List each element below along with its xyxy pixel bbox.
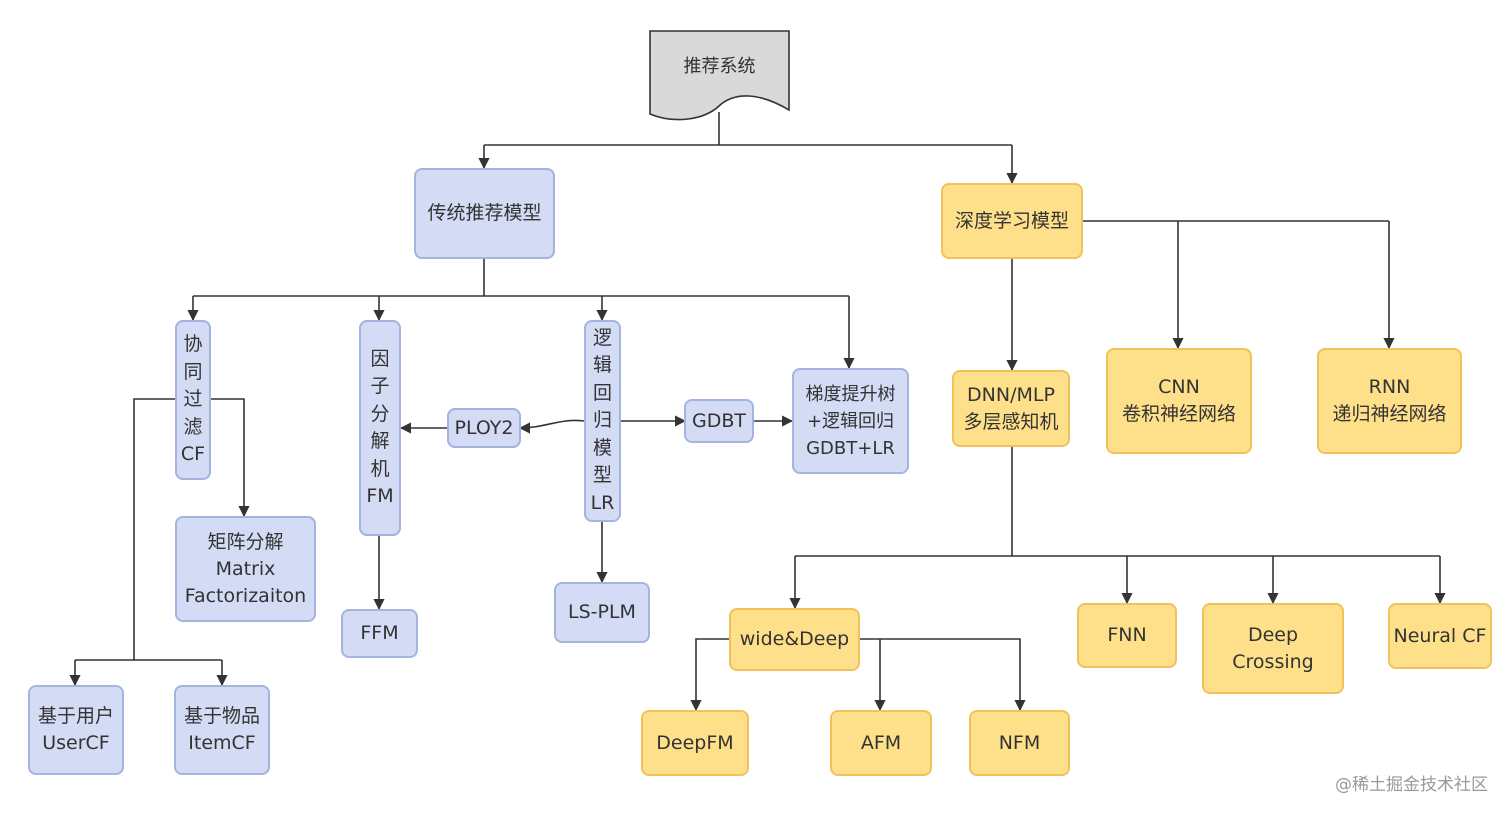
matrix-factorization-node: 矩阵分解 Matrix Factorizaiton	[175, 516, 316, 622]
rnn-node: RNN 递归神经网络	[1317, 348, 1462, 454]
collaborative-filtering-node: 协 同 过 滤 CF	[175, 320, 211, 480]
logistic-regression-node: 逻 辑 回 归 模 型 LR	[584, 320, 621, 522]
item-cf-node: 基于物品 ItemCF	[174, 685, 270, 775]
deepfm-node: DeepFM	[641, 710, 749, 776]
deep-crossing-node: Deep Crossing	[1202, 603, 1344, 694]
nfm-node: NFM	[969, 710, 1070, 776]
ffm-node: FFM	[341, 609, 418, 658]
watermark: @稀土掘金技术社区	[1335, 775, 1488, 795]
gdbt-node: GDBT	[684, 399, 754, 443]
afm-node: AFM	[830, 710, 932, 776]
neural-cf-node: Neural CF	[1388, 603, 1492, 669]
gbdt-lr-node: 梯度提升树 +逻辑回归 GDBT+LR	[792, 368, 909, 474]
ls-plm-node: LS-PLM	[554, 582, 650, 643]
cnn-node: CNN 卷积神经网络	[1106, 348, 1252, 454]
user-cf-node: 基于用户 UserCF	[28, 685, 124, 775]
fnn-node: FNN	[1077, 603, 1177, 668]
factorization-machine-node: 因 子 分 解 机 FM	[359, 320, 401, 536]
deep-learning-models-node: 深度学习模型	[941, 183, 1083, 259]
wide-and-deep-node: wide&Deep	[729, 608, 860, 671]
ploy2-node: PLOY2	[447, 408, 521, 448]
root-node-recommendation-system: 推荐系统	[649, 30, 790, 122]
document-shape-icon	[649, 30, 790, 121]
traditional-models-node: 传统推荐模型	[414, 168, 555, 259]
dnn-mlp-node: DNN/MLP 多层感知机	[952, 370, 1070, 447]
root-label: 推荐系统	[683, 56, 756, 77]
